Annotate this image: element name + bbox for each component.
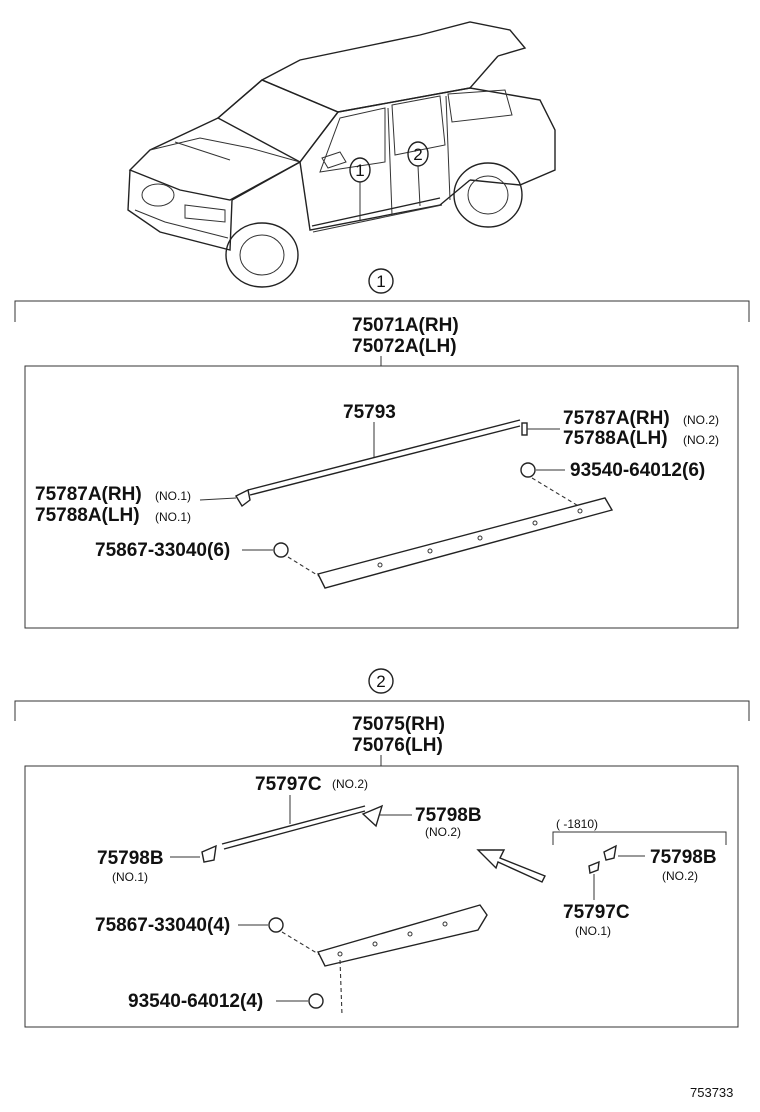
part-75787a-rh-no1: 75787A(RH) bbox=[35, 484, 142, 505]
section-2-callout bbox=[368, 668, 394, 694]
part-75075-rh: 75075(RH) bbox=[352, 714, 445, 735]
section-2: 2 75075(RH) 75076(LH) 75797C (NO.2) 7579… bbox=[14, 668, 750, 1028]
section-2-frame bbox=[24, 765, 739, 1028]
view-arrow bbox=[476, 849, 546, 883]
section-1-callout bbox=[368, 268, 394, 294]
date-range: ( -1810) bbox=[556, 817, 598, 831]
section-2-bracket bbox=[14, 700, 750, 721]
no2-note: (NO.2) bbox=[683, 413, 719, 427]
no1-note: (NO.1) bbox=[155, 510, 191, 524]
part-75787a-no1-clip bbox=[235, 488, 251, 508]
part-75867-33040: 75867-33040(6) bbox=[95, 540, 230, 561]
no1-note: (NO.1) bbox=[112, 870, 148, 884]
section-1-bracket bbox=[14, 300, 750, 322]
section-1-callout-label: 1 bbox=[376, 272, 385, 291]
vehicle-callout-2-label: 2 bbox=[413, 145, 422, 164]
part-75798b-no1: 75798B bbox=[97, 848, 164, 869]
part-75787a-rh-no2: 75787A(RH) bbox=[563, 408, 670, 429]
figure-id: 753733 bbox=[690, 1085, 733, 1100]
no2-note: (NO.2) bbox=[425, 825, 461, 839]
part-75797c-no2: 75797C bbox=[255, 774, 322, 795]
part-75798b-no2-clip bbox=[361, 804, 384, 828]
no2-note: (NO.2) bbox=[662, 869, 698, 883]
part-93540-clip bbox=[520, 462, 536, 478]
part-75798b-right: 75798B bbox=[650, 847, 717, 868]
part-75072a-lh: 75072A(LH) bbox=[352, 336, 457, 357]
no1-note: (NO.1) bbox=[575, 924, 611, 938]
no2-note: (NO.2) bbox=[332, 777, 368, 791]
part-75076-lh: 75076(LH) bbox=[352, 735, 443, 756]
part-75793-label: 75793 bbox=[343, 402, 396, 423]
part-75798b-right-clip bbox=[603, 844, 617, 861]
section-2-callout-label: 2 bbox=[376, 672, 385, 691]
no2-note: (NO.2) bbox=[683, 433, 719, 447]
part-75797c-no1: 75797C bbox=[563, 902, 630, 923]
part-75797c-strip bbox=[221, 805, 366, 845]
part-75787a-no2-clip bbox=[521, 422, 528, 436]
part-75867-33040: 75867-33040(4) bbox=[95, 915, 230, 936]
part-75797c-right-clip bbox=[588, 860, 600, 874]
section-1-frame bbox=[24, 365, 739, 629]
part-lower-moulding bbox=[316, 497, 614, 589]
part-75788a-lh-no2: 75788A(LH) bbox=[563, 428, 668, 449]
part-75867-clip bbox=[268, 917, 284, 933]
part-93540-64012: 93540-64012(6) bbox=[570, 460, 705, 481]
vehicle-illustration: 1 2 bbox=[127, 21, 556, 288]
part-75867-clip bbox=[273, 542, 289, 558]
vehicle-callout-1-label: 1 bbox=[355, 161, 364, 180]
part-75798b-no1-clip bbox=[201, 844, 217, 863]
part-93540-64012: 93540-64012(4) bbox=[128, 991, 263, 1012]
part-75788a-lh-no1: 75788A(LH) bbox=[35, 505, 140, 526]
part-93540-clip bbox=[308, 993, 324, 1009]
no1-note: (NO.1) bbox=[155, 489, 191, 503]
section-1: 1 75071A(RH) 75072A(LH) 75793 75787A(RH)… bbox=[14, 268, 750, 629]
part-lower-moulding bbox=[316, 904, 488, 967]
part-75793-moulding bbox=[247, 419, 521, 491]
part-75071a-rh: 75071A(RH) bbox=[352, 315, 459, 336]
part-75798b-no2: 75798B bbox=[415, 805, 482, 826]
date-range-bracket bbox=[552, 831, 727, 845]
